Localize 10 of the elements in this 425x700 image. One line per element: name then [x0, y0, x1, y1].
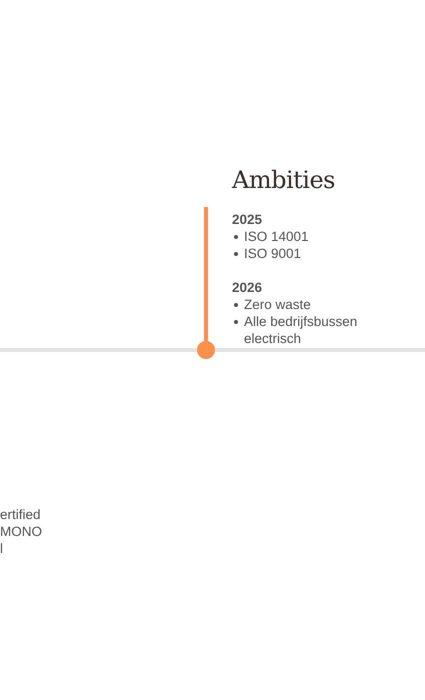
text-fragment: ertified [0, 506, 41, 523]
list-item: Zero waste [232, 296, 311, 313]
year-label: 2025 [232, 211, 262, 228]
heading: Ambities [232, 172, 335, 189]
text-fragment: MONO [0, 523, 42, 540]
list-item: Alle bedrijfsbussen electrisch [232, 313, 394, 347]
text-fragment: l [0, 540, 3, 557]
list-item: ISO 9001 [232, 245, 302, 262]
year-label: 2026 [232, 279, 262, 296]
list-item: ISO 14001 [232, 228, 309, 245]
